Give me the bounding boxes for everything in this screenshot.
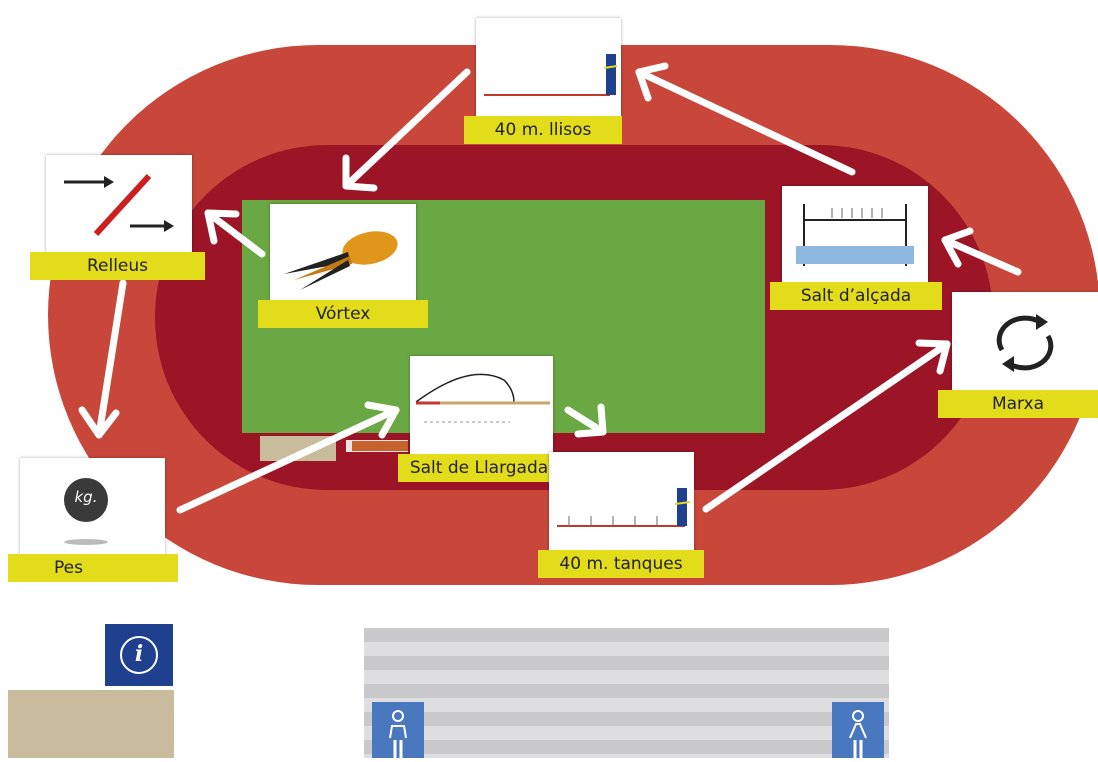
station-40m-llisos[interactable]: 40 m. llisos — [464, 18, 622, 145]
hurdles-icon — [557, 488, 691, 527]
relay-baton-icon — [64, 173, 174, 237]
label-salt-alcada: Salt d’alçada — [770, 282, 942, 310]
arrow-tanques-to-marxa — [702, 339, 951, 513]
sand-area — [8, 690, 174, 758]
person-icon-right[interactable] — [832, 702, 884, 758]
stands — [364, 628, 889, 758]
card-40m-tanques — [549, 452, 694, 552]
circular-arrows-icon — [996, 314, 1054, 372]
card-salt-llargada — [410, 356, 553, 456]
info-icon — [120, 636, 158, 674]
label-relleus: Relleus — [30, 252, 205, 280]
card-marxa — [952, 292, 1098, 392]
station-marxa[interactable]: Marxa — [938, 292, 1098, 420]
station-salt-alcada[interactable]: Salt d’alçada — [770, 186, 942, 310]
long-jump-board — [352, 441, 408, 451]
arrow-llisos-to-vortex — [342, 68, 471, 192]
weight-shot-icon — [64, 478, 108, 545]
vortex-javelin-icon — [284, 231, 398, 290]
station-salt-llargada[interactable]: Salt de Llargada — [398, 356, 560, 484]
card-salt-alcada — [782, 186, 928, 284]
card-vortex — [270, 204, 416, 304]
high-jump-bar-icon — [796, 204, 914, 266]
arrow-vortex-to-relleus — [204, 209, 266, 258]
card-relleus — [46, 155, 192, 255]
info-glyph: i — [134, 641, 144, 667]
station-relleus[interactable]: Relleus — [30, 155, 205, 280]
arrow-relleus-to-pes — [78, 279, 127, 439]
label-vortex: Vórtex — [258, 300, 428, 328]
card-pes: kg. — [20, 458, 165, 556]
weight-unit-text: kg. — [74, 488, 98, 506]
person-icon-left[interactable] — [372, 702, 424, 758]
label-marxa: Marxa — [938, 390, 1098, 418]
arrow-salt-alcada-to-llisos — [635, 62, 856, 176]
label-40m-llisos: 40 m. llisos — [464, 116, 622, 144]
route-arrows — [78, 62, 1022, 514]
sprint-lane-finish-icon — [484, 54, 618, 96]
card-40m-llisos — [476, 18, 621, 120]
person-icon — [389, 710, 407, 758]
station-vortex[interactable]: Vórtex — [258, 204, 428, 328]
arrow-marxa-to-salt-alcada — [941, 227, 1022, 276]
person-icon — [849, 710, 867, 758]
label-40m-tanques: 40 m. tanques — [538, 550, 704, 578]
station-pes[interactable]: kg. Pes — [8, 458, 178, 582]
label-pes: Pes — [8, 554, 178, 582]
long-jump-arc-icon — [415, 373, 550, 423]
label-salt-llargada: Salt de Llargada — [398, 454, 560, 482]
arrow-salt-llargada-to-tanques — [564, 403, 607, 438]
info-point[interactable]: i — [105, 624, 173, 686]
station-40m-tanques[interactable]: 40 m. tanques — [538, 452, 704, 580]
arrow-pes-to-salt-llargada — [176, 401, 400, 514]
